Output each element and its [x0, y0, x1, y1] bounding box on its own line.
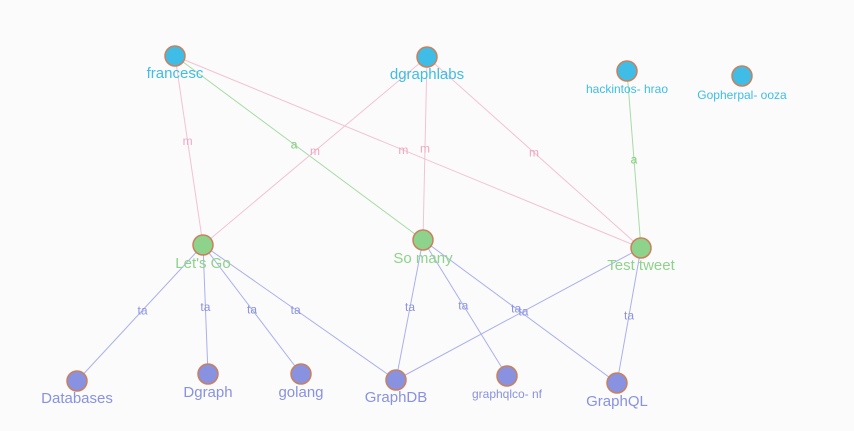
edge-u1-t3 [174, 55, 642, 249]
tag-label-g4: GraphDB [365, 389, 428, 406]
nodes-layer [66, 45, 753, 394]
edge-u2-t2 [422, 56, 428, 241]
user-node-u2[interactable] [416, 46, 438, 68]
user-node-u3[interactable] [616, 60, 638, 82]
edges-layer [76, 55, 642, 384]
user-label-u3: hackintos- hrao [586, 82, 668, 96]
edge-label-u1-t1: m [183, 134, 193, 148]
edge-label-u1-t3: m [398, 143, 408, 157]
edge-u1-t2 [174, 55, 424, 241]
edge-label-t1-g4: ta [291, 303, 301, 317]
edge-t2-g6 [422, 239, 618, 384]
tag-node-g6[interactable] [606, 372, 628, 394]
user-node-u1[interactable] [164, 45, 186, 67]
edge-t2-g5 [422, 239, 508, 377]
user-label-u4: Gopherpal- ooza [697, 88, 787, 102]
edge-label-t1-g1: ta [138, 303, 148, 317]
tag-node-g1[interactable] [66, 370, 88, 392]
edge-t3-g6 [616, 247, 642, 384]
edge-label-u3-t3: a [631, 153, 638, 167]
edge-label-u2-t3: m [529, 146, 539, 160]
tweet-node-t3[interactable] [630, 237, 652, 259]
tag-label-g5: graphqlco- nf [472, 387, 543, 401]
edge-label-t2-g5: ta [458, 298, 468, 312]
edge-label-t2-g4: ta [405, 300, 415, 314]
tag-node-g3[interactable] [290, 363, 312, 385]
edge-t2-g4 [395, 239, 424, 381]
edge-t1-g3 [202, 244, 302, 375]
tweet-label-t3: Test tweet [607, 257, 675, 274]
edge-label-t3-g4: ta [518, 304, 528, 318]
tag-label-g6: GraphQL [586, 393, 648, 410]
edge-u1-t1 [174, 55, 204, 246]
edge-label-t2-g6: ta [511, 302, 521, 316]
tag-label-g3: golang [278, 384, 323, 401]
edge-t1-g4 [202, 244, 397, 381]
edge-label-u2-t2: m [420, 142, 430, 156]
node-labels-layer: francesc dgraphlabs hackintos- hrao Gopherp… [41, 65, 787, 410]
user-label-u1: francesc [147, 65, 204, 82]
tweet-label-t2: So many [393, 250, 453, 267]
edge-u2-t1 [202, 56, 428, 246]
edge-u3-t3 [626, 70, 642, 249]
tweet-label-t1: Let's Go [175, 255, 230, 272]
tag-node-g5[interactable] [496, 365, 518, 387]
tag-label-g2: Dgraph [183, 384, 232, 401]
tag-label-g1: Databases [41, 390, 113, 407]
edge-label-t1-g2: ta [200, 300, 210, 314]
user-node-u4[interactable] [731, 65, 753, 87]
edge-t1-g1 [76, 244, 204, 382]
edge-t3-g4 [395, 247, 642, 381]
tweet-node-t1[interactable] [192, 234, 214, 256]
edge-label-u1-t2: a [291, 137, 298, 151]
edge-u2-t3 [426, 56, 642, 249]
tag-node-g4[interactable] [385, 369, 407, 391]
edge-label-u2-t1: m [310, 144, 320, 158]
tweet-node-t2[interactable] [412, 229, 434, 251]
edge-label-t3-g6: ta [624, 309, 634, 323]
edge-t1-g2 [202, 244, 209, 375]
edge-label-t1-g3: ta [247, 303, 257, 317]
user-label-u2: dgraphlabs [390, 66, 464, 83]
tag-node-g2[interactable] [197, 363, 219, 385]
